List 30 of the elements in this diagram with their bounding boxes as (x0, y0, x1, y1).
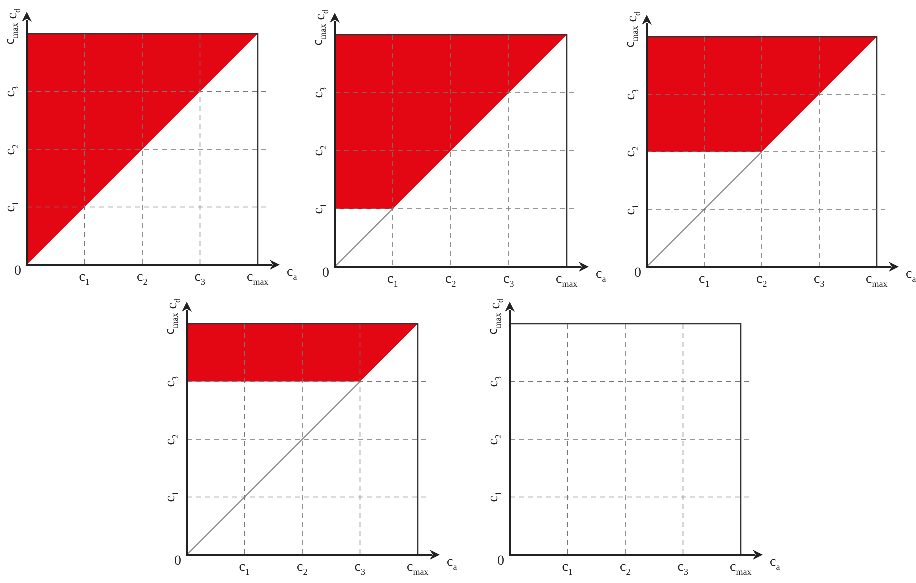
axis-label: c$_{a}$ (906, 268, 916, 286)
tick-label: c$_{2}$ (620, 561, 631, 579)
tick-label: c$_{1}$ (699, 273, 710, 291)
origin-label: 0 (322, 267, 330, 281)
tick-label: c$_{2}$ (756, 273, 768, 291)
tick-label: c$_{1}$ (239, 561, 250, 579)
origin-label: 0 (14, 265, 22, 279)
tick-label: c$_{2}$ (137, 271, 148, 289)
axis-label: c$_{a}$ (596, 268, 606, 286)
tick-label: c$_{max}$ (407, 561, 429, 579)
tick-label: c$_{3}$ (504, 273, 514, 291)
tick-label: c$_{max}$ (730, 561, 752, 579)
tick-label: c$_{max}$ (556, 273, 578, 291)
tick-label: c$_{max}$ (866, 273, 888, 291)
axis-label: c$_{a}$ (287, 266, 298, 284)
tick-label: c$_{3}$ (354, 561, 366, 579)
tick-label: c$_{2}$ (297, 561, 308, 579)
tick-label: c$_{1}$ (79, 271, 90, 289)
tick-label: c$_{2}$ (446, 273, 456, 291)
tick-label: c$_{max}$ (247, 271, 269, 289)
tick-label: c$_{1}$ (388, 273, 398, 291)
tick-label: c$_{3}$ (194, 271, 206, 289)
tick-label: c$_{1}$ (562, 561, 573, 579)
axis-label: c$_{a}$ (447, 556, 458, 574)
origin-label: 0 (634, 267, 642, 281)
axis-label: c$_{a}$ (770, 556, 780, 574)
tick-label: c$_{3}$ (678, 561, 688, 579)
tick-label: c$_{3}$ (814, 273, 825, 291)
origin-label: 0 (498, 555, 504, 569)
origin-label: 0 (174, 555, 182, 569)
